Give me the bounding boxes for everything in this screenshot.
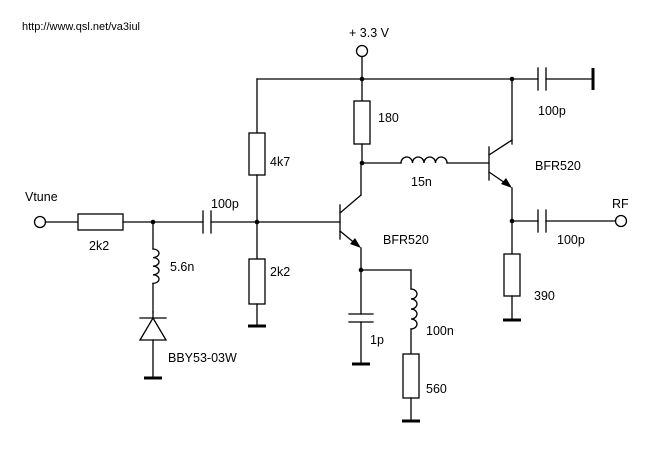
bypass-capacitor [537,67,595,91]
tune-inductor [152,221,160,313]
supply-terminal [355,44,369,80]
interstage-inductor [361,156,490,164]
bypass-capacitor-label: 100p [538,104,566,118]
vtune-terminal [33,215,79,229]
url-text: http://www.qsl.net/va3iul [22,21,140,33]
coupling-capacitor-label: 100p [211,197,239,211]
collector-resistor-label: 180 [378,111,399,125]
rf-output-terminal [614,214,628,228]
collector-resistor [353,100,371,145]
varactor-diode [138,311,168,380]
bias-resistor-top [248,132,266,176]
rf-output-label: RF [612,197,629,211]
emitter-resistor [402,353,420,399]
q2-emitter-resistor [503,253,521,297]
tune-inductor-label: 5.6n [170,260,194,274]
supply-label: + 3.3 V [349,26,390,40]
bias-resistor-top-label: 4k7 [270,155,290,169]
feedback-capacitor [348,313,374,366]
emitter-inductor-label: 100n [426,324,454,338]
bias-resistor-bottom-label: 2k2 [270,265,290,279]
tune-resistor [77,213,124,231]
q2-label: BFR520 [535,159,581,173]
coupling-capacitor [202,210,341,234]
transistor-q1 [339,162,362,271]
emitter-resistor-label: 560 [426,382,447,396]
emitter-inductor [410,288,418,355]
output-capacitor-label: 100p [557,233,585,247]
feedback-capacitor-label: 1p [370,333,384,347]
tune-resistor-label: 2k2 [89,239,109,253]
varactor-label: BBY53-03W [168,351,237,365]
bias-resistor-bottom [248,258,266,305]
transistor-q2 [488,139,513,222]
vtune-label: Vtune [25,190,58,204]
q1-label: BFR520 [383,233,429,247]
interstage-inductor-label: 15n [411,175,432,189]
output-capacitor [511,209,617,233]
q2-emitter-resistor-label: 390 [534,289,555,303]
